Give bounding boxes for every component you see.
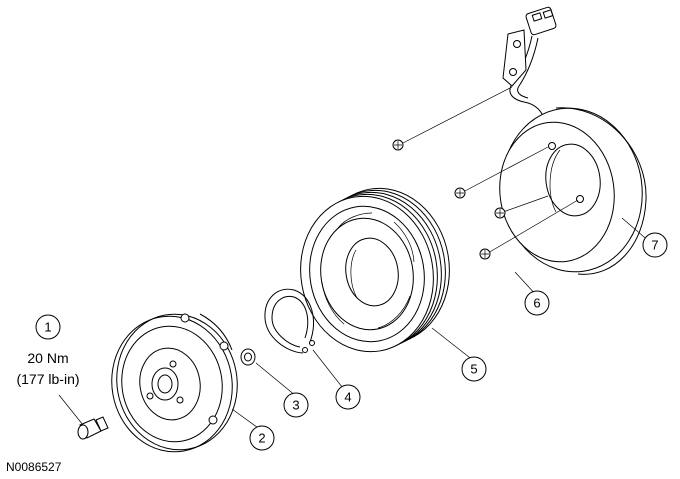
field-coil-icon	[499, 6, 647, 275]
callout-number: 5	[470, 362, 477, 377]
callout-number: 2	[258, 431, 265, 446]
clutch-hub-icon	[111, 313, 238, 453]
screw-icon	[392, 86, 579, 260]
leader-lines	[58, 217, 652, 431]
callout-number: 3	[292, 398, 299, 413]
callout-2: 2	[249, 425, 275, 451]
torque-value-nm: 20 Nm	[27, 350, 68, 366]
callout-number: 6	[533, 296, 540, 311]
callout-3: 3	[283, 392, 309, 418]
callout-1: 1	[35, 314, 61, 340]
callout-number: 4	[344, 390, 351, 405]
callout-number: 7	[651, 238, 658, 253]
torque-value-lbin: (177 lb-in)	[16, 371, 79, 387]
callout-6: 6	[524, 290, 550, 316]
callout-number: 1	[44, 320, 51, 335]
callout-7: 7	[642, 232, 668, 258]
shim-washer-icon	[240, 348, 256, 366]
figure-reference-id: N0086527	[6, 460, 62, 474]
callout-5: 5	[461, 356, 487, 382]
snap-ring-icon	[264, 288, 315, 354]
bolt-icon	[77, 416, 109, 440]
callout-4: 4	[335, 384, 361, 410]
pulley-icon	[300, 187, 450, 353]
